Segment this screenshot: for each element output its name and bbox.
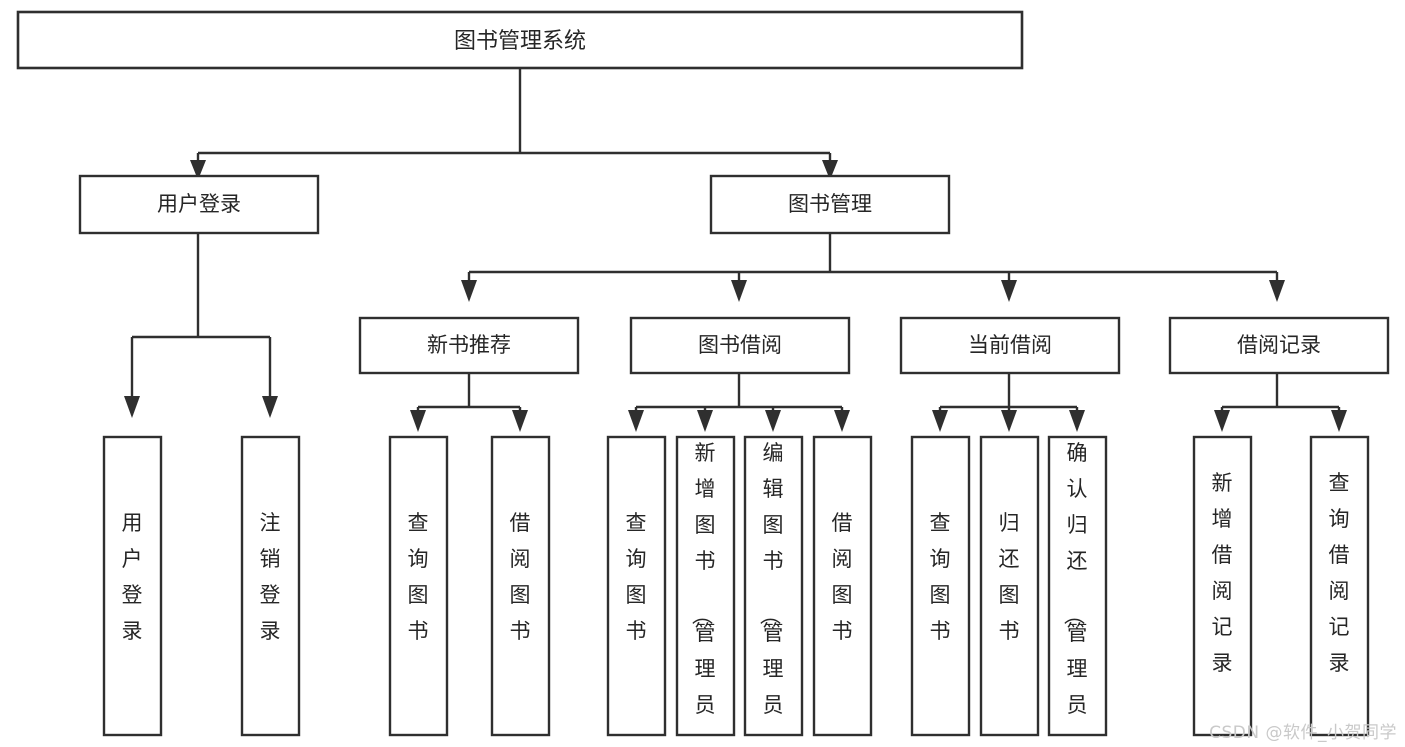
leaf-add-book[interactable]: 新增图书（管理员） — [675, 435, 736, 747]
connector-group-user-login — [124, 233, 278, 418]
connector-group-book-borrow — [628, 373, 850, 432]
arrow-to-leaf-borrow-book-1 — [512, 410, 528, 432]
node-new-book-recommend-box[interactable] — [358, 316, 580, 375]
arrow-to-book-borrow — [731, 280, 747, 302]
leaf-query-book-2[interactable]: 查询图书 — [606, 435, 667, 737]
node-root[interactable]: 图书管理系统 — [16, 10, 1024, 70]
arrow-root-to-book-manage — [822, 160, 838, 180]
leaf-edit-book-label: 编辑图书（管理员） — [758, 441, 784, 747]
connector-group-book-manage — [461, 233, 1285, 302]
leaf-query-book-1-box[interactable] — [388, 435, 449, 737]
leaf-confirm-return[interactable]: 确认归还（管理员） — [1047, 435, 1108, 747]
leaf-add-record[interactable]: 新增借阅记录 — [1192, 435, 1253, 737]
node-current-borrow-box[interactable] — [899, 316, 1121, 375]
arrow-to-leaf-query-book-1 — [410, 410, 426, 432]
leaf-return-book[interactable]: 归还图书 — [979, 435, 1040, 737]
leaf-user-logout-label: 注销登录 — [260, 511, 281, 643]
connector-group-borrow-record — [1214, 373, 1347, 432]
connector-group-root — [190, 68, 838, 180]
node-current-borrow-label: 当前借阅 — [968, 333, 1052, 357]
node-book-borrow-box[interactable] — [629, 316, 851, 375]
node-book-manage-box[interactable] — [709, 174, 951, 235]
arrow-root-to-user-login — [190, 160, 206, 180]
leaf-add-book-label: 新增图书（管理员） — [690, 441, 716, 747]
arrow-to-current-borrow — [1001, 280, 1017, 302]
node-current-borrow[interactable]: 当前借阅 — [899, 316, 1121, 375]
arrow-to-leaf-add-record — [1214, 410, 1230, 432]
node-user-login[interactable]: 用户登录 — [78, 174, 320, 235]
arrow-to-leaf-edit-book — [765, 410, 781, 432]
node-borrow-record[interactable]: 借阅记录 — [1168, 316, 1390, 375]
node-new-book-recommend-label: 新书推荐 — [427, 333, 511, 357]
leaf-add-record-box[interactable] — [1192, 435, 1253, 737]
arrow-to-leaf-add-book — [697, 410, 713, 432]
leaf-confirm-return-label: 确认归还（管理员） — [1062, 441, 1088, 747]
leaf-query-book-1-label: 查询图书 — [408, 511, 429, 643]
leaf-query-book-1[interactable]: 查询图书 — [388, 435, 449, 737]
arrow-to-leaf-query-book-2 — [628, 410, 644, 432]
leaf-user-logout[interactable]: 注销登录 — [240, 435, 301, 737]
node-book-borrow[interactable]: 图书借阅 — [629, 316, 851, 375]
leaf-user-login-box[interactable] — [102, 435, 163, 737]
leaf-query-book-3-label: 查询图书 — [930, 511, 951, 643]
leaf-borrow-book-1[interactable]: 借阅图书 — [490, 435, 551, 737]
node-book-borrow-label: 图书借阅 — [698, 333, 782, 357]
leaf-return-book-box[interactable] — [979, 435, 1040, 737]
node-user-login-box[interactable] — [78, 174, 320, 235]
leaf-borrow-book-2-box[interactable] — [812, 435, 873, 737]
leaf-return-book-label: 归还图书 — [999, 511, 1020, 643]
leaf-query-record-label: 查询借阅记录 — [1329, 471, 1350, 675]
node-book-manage-label: 图书管理 — [788, 192, 872, 216]
node-book-manage[interactable]: 图书管理 — [709, 174, 951, 235]
leaf-edit-book-box[interactable] — [743, 435, 804, 737]
leaf-borrow-book-1-label: 借阅图书 — [510, 511, 531, 643]
leaf-borrow-book-1-box[interactable] — [490, 435, 551, 737]
arrow-to-borrow-record — [1269, 280, 1285, 302]
leaf-edit-book[interactable]: 编辑图书（管理员） — [743, 435, 804, 747]
leaf-query-book-2-label: 查询图书 — [626, 511, 647, 643]
arrow-to-leaf-user-login — [124, 396, 140, 418]
leaf-borrow-book-2-label: 借阅图书 — [832, 511, 853, 643]
arrow-to-leaf-query-record — [1331, 410, 1347, 432]
leaf-user-logout-box[interactable] — [240, 435, 301, 737]
leaf-borrow-book-2[interactable]: 借阅图书 — [812, 435, 873, 737]
node-borrow-record-box[interactable] — [1168, 316, 1390, 375]
connector-group-new-book-recommend — [410, 373, 528, 432]
leaf-query-record-box[interactable] — [1309, 435, 1370, 737]
arrow-to-leaf-return-book — [1001, 410, 1017, 432]
connector-group-current-borrow — [932, 373, 1085, 432]
node-root-label: 图书管理系统 — [454, 29, 586, 54]
node-root-box[interactable] — [16, 10, 1024, 70]
leaf-user-login[interactable]: 用户登录 — [102, 435, 163, 737]
csdn-watermark: CSDN @软件_小贺同学 — [1209, 723, 1397, 743]
node-user-login-label: 用户登录 — [157, 192, 241, 216]
arrow-to-leaf-user-logout — [262, 396, 278, 418]
leaf-query-book-2-box[interactable] — [606, 435, 667, 737]
leaf-query-record[interactable]: 查询借阅记录 — [1309, 435, 1370, 737]
node-new-book-recommend[interactable]: 新书推荐 — [358, 316, 580, 375]
leaf-user-login-label: 用户登录 — [122, 511, 143, 643]
arrow-to-leaf-query-book-3 — [932, 410, 948, 432]
leaf-add-book-box[interactable] — [675, 435, 736, 737]
leaf-confirm-return-box[interactable] — [1047, 435, 1108, 737]
leaf-query-book-3[interactable]: 查询图书 — [910, 435, 971, 737]
arrow-to-new-book-recommend — [461, 280, 477, 302]
leaf-query-book-3-box[interactable] — [910, 435, 971, 737]
leaf-add-record-label: 新增借阅记录 — [1212, 471, 1233, 675]
arrow-to-leaf-confirm-return — [1069, 410, 1085, 432]
node-borrow-record-label: 借阅记录 — [1237, 333, 1321, 357]
arrow-to-leaf-borrow-book-2 — [834, 410, 850, 432]
